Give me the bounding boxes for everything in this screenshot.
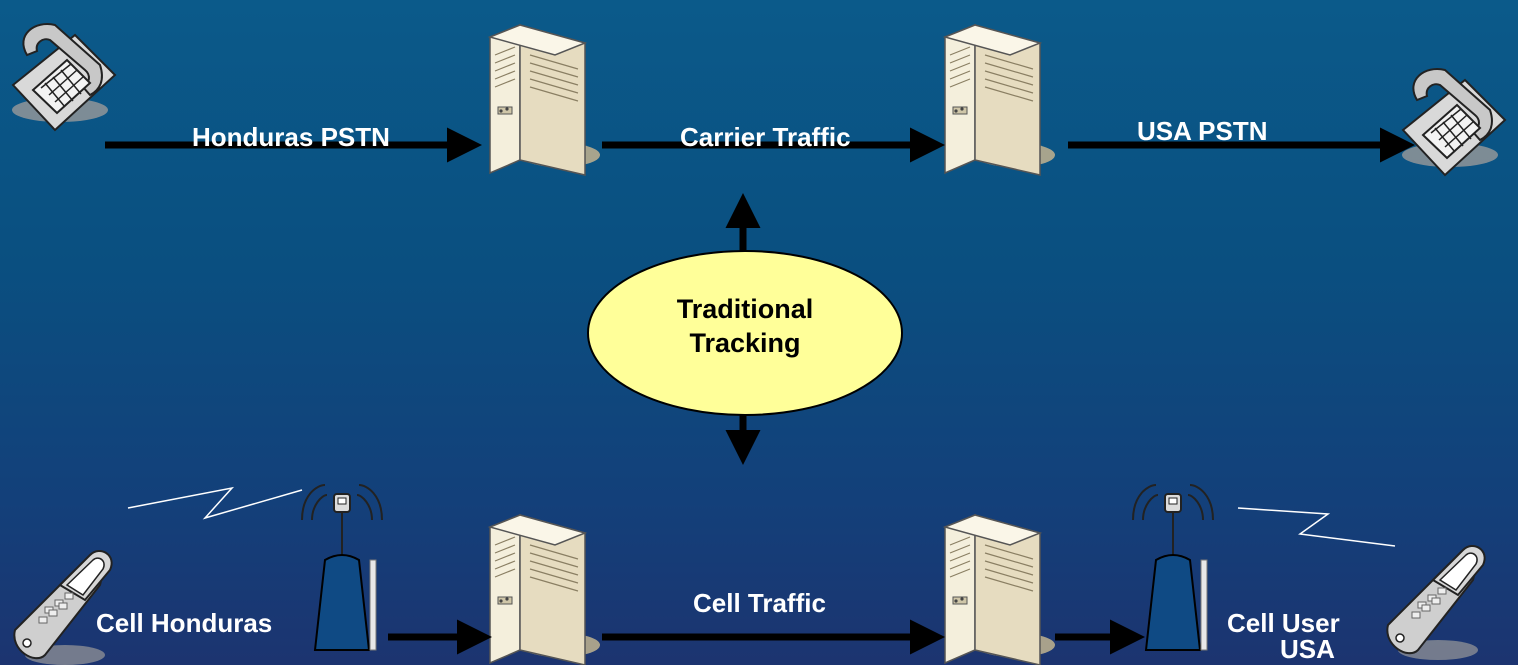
label-cell-user: Cell User	[1227, 608, 1340, 638]
center-label: Traditional Tracking	[635, 292, 855, 360]
traditional-tracking-ellipse	[587, 250, 903, 416]
cell-tower-icon-right	[1132, 484, 1214, 651]
label-usa: USA	[1280, 634, 1335, 664]
label-cell-honduras: Cell Honduras	[96, 608, 273, 638]
cell-phone-icon-right	[1386, 544, 1486, 661]
center-label-line2: Tracking	[689, 328, 801, 358]
server-icon-top-left	[489, 24, 601, 176]
label-honduras-pstn: Honduras PSTN	[192, 122, 390, 152]
label-cell-traffic: Cell Traffic	[693, 588, 826, 618]
server-icon-bottom-right	[944, 514, 1056, 665]
desk-phone-icon-left	[11, 23, 116, 132]
label-carrier-traffic: Carrier Traffic	[680, 122, 851, 152]
desk-phone-icon-right	[1401, 68, 1506, 176]
wireless-link-right	[1237, 507, 1396, 547]
cell-tower-icon-left	[301, 484, 383, 651]
server-icon-top-right	[944, 24, 1056, 176]
center-label-line1: Traditional	[676, 294, 814, 324]
wireless-link-left	[127, 486, 303, 520]
server-icon-bottom-left	[489, 514, 601, 665]
label-usa-pstn: USA PSTN	[1137, 116, 1268, 146]
